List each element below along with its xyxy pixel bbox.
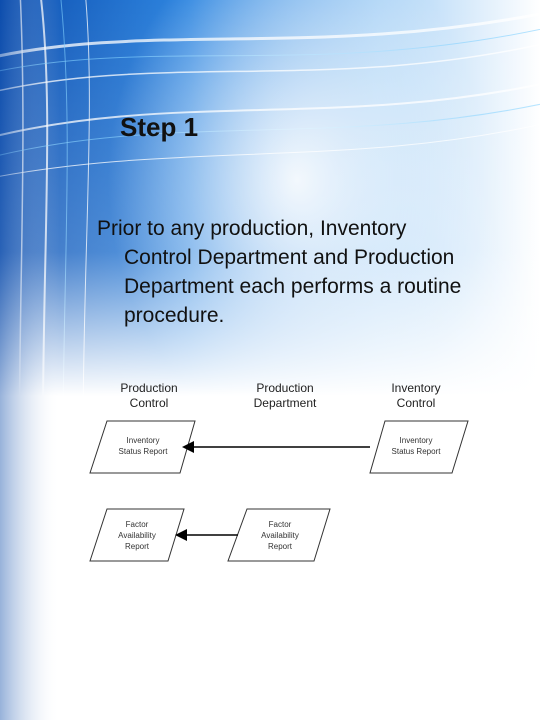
document-label-factor-middle: Factor Availability Report <box>240 519 320 552</box>
document-label-line1: Inventory <box>399 436 433 445</box>
body-paragraph: Prior to any production, Inventory Contr… <box>97 214 517 330</box>
body-line-first: Prior to any production, Inventory <box>97 217 407 240</box>
column-header-line2: Department <box>253 396 317 410</box>
column-header-line1: Production <box>120 381 178 395</box>
document-label-inventory-status-left: Inventory Status Report <box>103 435 183 457</box>
document-label-line1: Factor <box>268 520 292 529</box>
document-shape-inventory-status-left <box>89 420 196 474</box>
column-header-production-control: Production Control <box>94 381 204 411</box>
document-label-line3: Report <box>124 542 149 551</box>
column-header-line2: Control <box>396 396 436 410</box>
body-line-rest: Control Department and Production Depart… <box>124 246 462 327</box>
document-shape-factor-middle <box>227 508 331 562</box>
column-header-production-department: Production Department <box>230 381 340 411</box>
column-header-line1: Production <box>256 381 314 395</box>
document-label-line2: Status Report <box>391 447 441 456</box>
document-label-line1: Inventory <box>126 436 160 445</box>
column-header-inventory-control: Inventory Control <box>361 381 471 411</box>
slide-title: Step 1 <box>120 112 199 142</box>
document-label-line2: Availability <box>261 531 299 540</box>
document-label-line2: Availability <box>118 531 156 540</box>
document-label-line3: Report <box>267 542 292 551</box>
column-header-line2: Control <box>129 396 169 410</box>
document-label-line2: Status Report <box>118 447 168 456</box>
document-label-line1: Factor <box>125 520 149 529</box>
document-label-factor-left: Factor Availability Report <box>98 519 176 552</box>
document-shape-factor-left <box>89 508 185 562</box>
document-shape-inventory-status-right <box>369 420 469 474</box>
column-header-line1: Inventory <box>391 381 441 395</box>
document-label-inventory-status-right: Inventory Status Report <box>376 435 456 457</box>
